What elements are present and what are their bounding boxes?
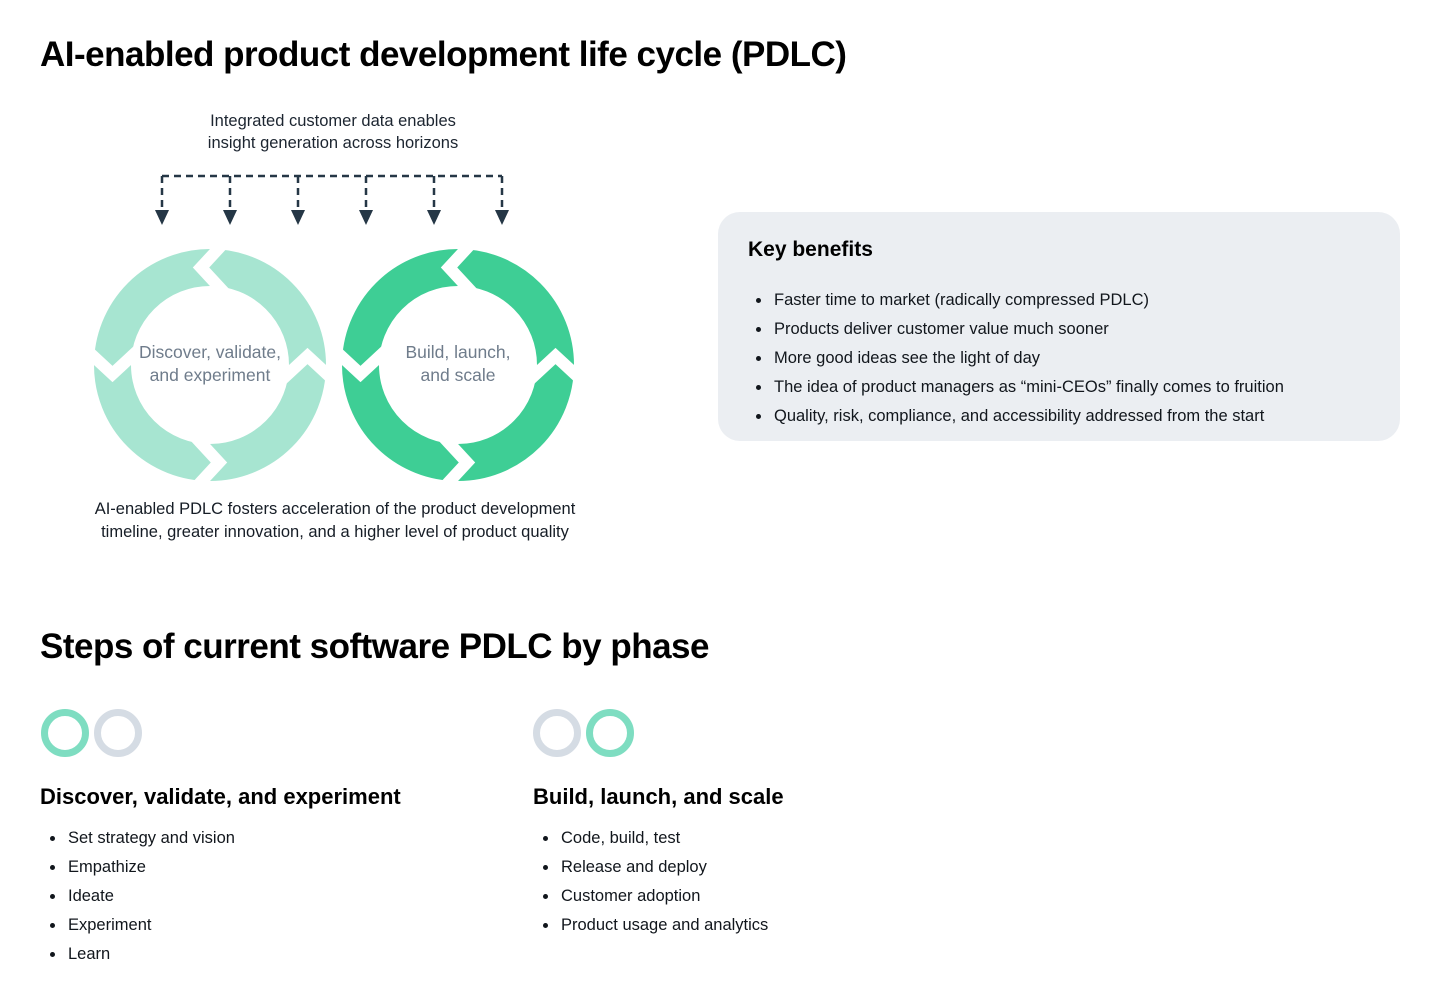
arrow-down-icon [155,210,169,225]
phase1-circles-icon [41,709,142,757]
benefit-item: More good ideas see the light of day [748,344,1370,373]
benefit-item: Products deliver customer value much soo… [748,315,1370,344]
phase-step-item: Experiment [40,911,460,940]
cycle-ring-discover-icon [90,245,330,485]
cycle-label-build: Build, launch, and scale [405,342,511,385]
phase2-steps-list: Code, build, test Release and deploy Cus… [533,824,953,940]
steps-section-title: Steps of current software PDLC by phase [40,627,709,666]
cycle-ring-build-icon [338,245,578,485]
phase-step-item: Set strategy and vision [40,824,460,853]
arrow-down-icon [291,210,305,225]
phase-step-item: Product usage and analytics [533,911,953,940]
integrated-data-annotation: Integrated customer data enables insight… [207,112,459,152]
phase1-heading: Discover, validate, and experiment [40,784,401,809]
phase-step-item: Release and deploy [533,853,953,882]
phase2-circles-icon [533,709,634,757]
page-title: AI-enabled product development life cycl… [40,35,847,74]
phase-step-item: Ideate [40,882,460,911]
dashed-arrows-connector [155,174,509,225]
benefit-item: The idea of product managers as “mini-CE… [748,373,1370,402]
cycle-label-discover: Discover, validate, and experiment [138,342,281,385]
benefit-item: Faster time to market (radically compres… [748,286,1370,315]
arrow-down-icon [223,210,237,225]
phase2-heading: Build, launch, and scale [533,784,784,809]
key-benefits-list: Faster time to market (radically compres… [748,286,1370,431]
arrow-down-icon [359,210,373,225]
key-benefits-card: Key benefits Faster time to market (radi… [718,212,1400,441]
phase-step-item: Empathize [40,853,460,882]
diagram-caption: AI-enabled PDLC fosters acceleration of … [94,500,576,541]
phase-step-item: Code, build, test [533,824,953,853]
arrow-down-icon [495,210,509,225]
arrow-down-icon [427,210,441,225]
phase1-steps-list: Set strategy and vision Empathize Ideate… [40,824,460,969]
phase-step-item: Learn [40,940,460,969]
phase-step-item: Customer adoption [533,882,953,911]
benefit-item: Quality, risk, compliance, and accessibi… [748,402,1370,431]
key-benefits-title: Key benefits [748,238,873,261]
